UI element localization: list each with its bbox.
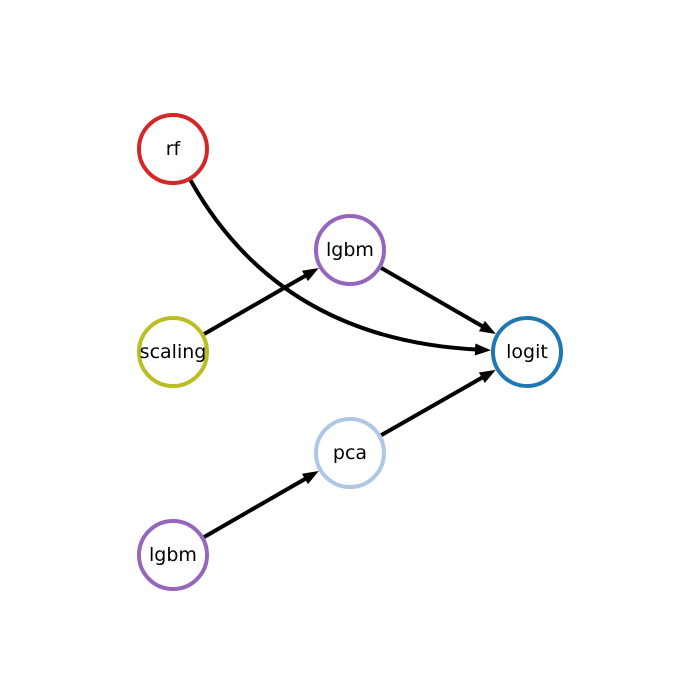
edge-line-2 — [380, 266, 487, 330]
edges-layer — [188, 179, 496, 539]
node-circle-logit — [491, 316, 563, 388]
edge-arrowhead-1 — [301, 267, 319, 282]
node-label-lgbm-mid: lgbm — [326, 239, 374, 261]
node-label-lgbm-bottom: lgbm — [149, 544, 197, 566]
nodes-layer: rf scaling lgbm lgbm pca logit — [137, 113, 563, 591]
node-circle-pca — [314, 417, 386, 489]
node-pca[interactable]: pca — [314, 417, 386, 489]
node-logit[interactable]: logit — [491, 316, 563, 388]
node-circle-lgbm-mid — [314, 214, 386, 286]
edge-line-1 — [203, 272, 310, 336]
node-scaling[interactable]: scaling — [137, 316, 209, 388]
edge-arrowhead-3 — [301, 470, 319, 485]
edge-line-0 — [188, 179, 480, 352]
edge-scaling-to-lgbm_mid — [203, 267, 319, 336]
node-label-logit: logit — [506, 341, 548, 363]
node-rf[interactable]: rf — [137, 113, 209, 185]
edge-rf-to-logit — [188, 179, 492, 356]
edge-arrowhead-2 — [478, 320, 496, 335]
node-circle-lgbm-bottom — [137, 519, 209, 591]
node-circle-rf — [137, 113, 209, 185]
edge-line-4 — [380, 374, 487, 437]
node-lgbm-bottom[interactable]: lgbm — [137, 519, 209, 591]
node-circle-scaling — [137, 316, 209, 388]
edge-line-3 — [203, 475, 310, 539]
edge-lgbm_bottom-to-pca — [203, 470, 319, 539]
edge-arrowhead-4 — [478, 369, 496, 383]
node-label-pca: pca — [333, 442, 367, 464]
edge-pca-to-logit — [380, 369, 496, 437]
node-label-scaling: scaling — [140, 341, 207, 363]
node-lgbm-mid[interactable]: lgbm — [314, 214, 386, 286]
node-label-rf: rf — [166, 138, 182, 160]
edge-arrowhead-0 — [474, 343, 492, 356]
edge-lgbm_mid-to-logit — [380, 266, 496, 335]
